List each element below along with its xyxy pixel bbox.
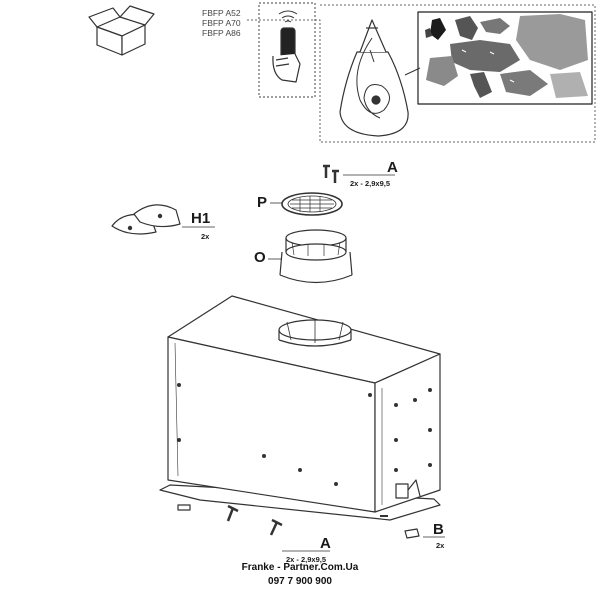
- hood-body-icon: [159, 295, 441, 521]
- model-list: FBFP A52 FBFP A70 FBFP A86: [202, 8, 241, 38]
- part-o-letter: O: [254, 249, 266, 266]
- part-p-letter: P: [257, 194, 268, 211]
- grease-filter-icon: [270, 192, 343, 216]
- part-b-letter: B: [433, 521, 444, 538]
- screw-icon: [332, 169, 339, 183]
- screw-icon: [226, 504, 239, 522]
- part-a-top-qty: 2x - 2,9x9,5: [350, 179, 391, 188]
- screw-icon: [323, 164, 330, 178]
- half-moon-plate-icon: [111, 204, 215, 235]
- part-h1-qty: 2x: [201, 232, 210, 241]
- model-label: FBFP A86: [202, 28, 241, 38]
- bracket-icon: [404, 528, 445, 539]
- part-a-top-letter: A: [387, 159, 398, 176]
- part-h1-letter: H1: [191, 210, 211, 227]
- footer-line-1: Franke - Partner.Com.Ua: [241, 562, 359, 573]
- part-a-bottom-qty: 2x - 2,9x9,5: [286, 555, 327, 564]
- screw-icon: [269, 518, 283, 536]
- part-b-qty: 2x: [436, 541, 445, 550]
- europe-map-icon: [404, 11, 593, 105]
- cable-bag-icon: [339, 19, 409, 137]
- remote-control-icon: [258, 2, 316, 98]
- part-a-bottom-letter: A: [320, 535, 331, 552]
- footer-line-2: 097 7 900 900: [268, 576, 332, 587]
- model-label: FBFP A52: [202, 8, 241, 18]
- model-label: FBFP A70: [202, 18, 241, 28]
- box-icon: [88, 5, 155, 56]
- duct-collar-icon: [268, 229, 353, 284]
